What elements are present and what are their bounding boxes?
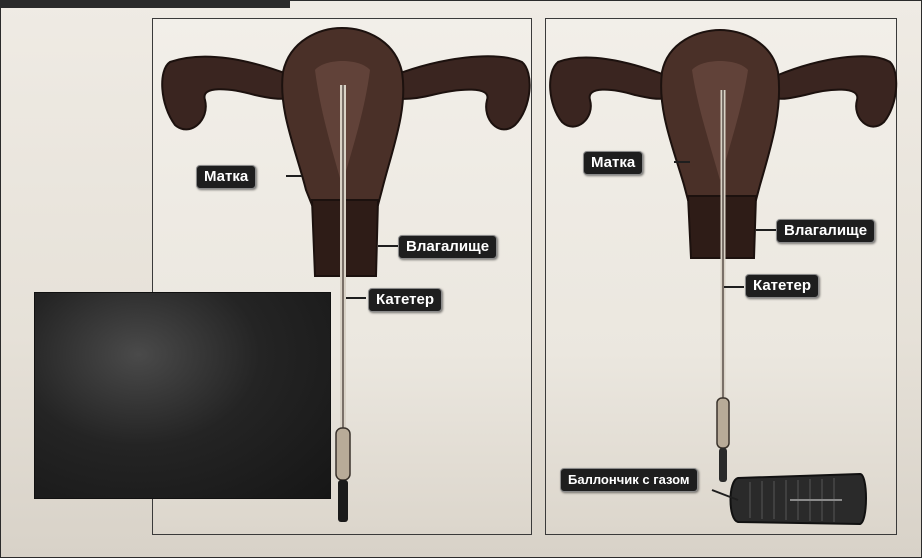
label-gas-canister: Баллончик с газом	[560, 468, 698, 492]
label-vagina-right: Влагалище	[776, 219, 875, 243]
label-catheter-left: Катетер	[368, 288, 442, 312]
label-uterus-left: Матка	[196, 165, 256, 189]
label-vagina-left: Влагалище	[398, 235, 497, 259]
label-catheter-right: Катетер	[745, 274, 819, 298]
procedure-photo	[34, 292, 331, 499]
right-uterus-illustration	[550, 30, 896, 524]
label-uterus-right: Матка	[583, 151, 643, 175]
